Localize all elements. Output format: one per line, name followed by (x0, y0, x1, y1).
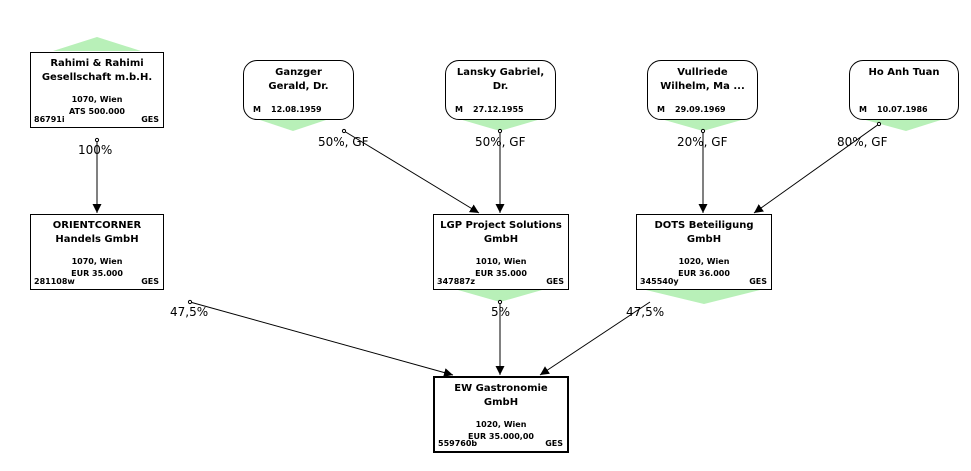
edge-ganzger-lgp (343, 130, 480, 214)
edge-label-vullriede-dots: 20%, GF (677, 135, 728, 149)
edge-orient-ew (189, 301, 454, 377)
person-name: Wilhelm, Ma ... (660, 81, 745, 92)
person-node-ganzger[interactable]: Ganzger Gerald, Dr. M 12.08.1959 (243, 60, 354, 120)
company-name: GmbH (483, 397, 519, 408)
company-node-lgp[interactable]: LGP Project Solutions GmbH 1010, Wien EU… (433, 214, 569, 290)
person-sex: M (859, 105, 867, 114)
anchor-dot (876, 121, 882, 127)
edge-label-rahimi-orient: 100% (78, 143, 113, 157)
edge-label-lgp-ew: 5% (491, 305, 511, 319)
company-ges: GES (546, 277, 564, 286)
company-location: 1020, Wien (475, 420, 527, 429)
edge-ho-dots (753, 123, 880, 214)
marker-triangle (661, 119, 745, 131)
anchor-dot (497, 128, 503, 134)
company-fn: 281108w (34, 277, 75, 286)
edge-label-lansky-lgp: 50%, GF (475, 135, 526, 149)
anchor-dot (187, 299, 193, 305)
company-node-dots[interactable]: DOTS Beteiligung GmbH 1020, Wien EUR 36.… (636, 214, 772, 290)
company-name: GmbH (686, 234, 722, 245)
company-capital: EUR 36.000 (678, 269, 730, 278)
marker-triangle (646, 290, 760, 304)
company-name: LGP Project Solutions (440, 220, 562, 231)
company-ges: GES (545, 439, 563, 448)
person-node-lansky[interactable]: Lansky Gabriel, Dr. M 27.12.1955 (445, 60, 556, 120)
edge-label-ganzger-lgp: 50%, GF (318, 135, 369, 149)
person-node-ho-anh-tuan[interactable]: Ho Anh Tuan M 10.07.1986 (849, 60, 959, 120)
anchor-dot (94, 137, 100, 143)
company-fn: 345540y (640, 277, 679, 286)
edge-label-orient-ew: 47,5% (170, 305, 209, 319)
person-name: Gerald, Dr. (268, 81, 329, 92)
company-name: GmbH (483, 234, 519, 245)
edge-label-ho-dots: 80%, GF (837, 135, 888, 149)
company-node-ew-gastronomie[interactable]: EW Gastronomie GmbH 1020, Wien EUR 35.00… (433, 376, 569, 453)
person-birthdate: 27.12.1955 (473, 105, 524, 114)
company-location: 1020, Wien (678, 257, 730, 266)
person-name: Vullriede (677, 67, 728, 78)
company-ges: GES (141, 277, 159, 286)
edge-dots-ew (539, 301, 651, 376)
company-name: Gesellschaft m.b.H. (41, 72, 153, 83)
person-name: Ho Anh Tuan (868, 67, 940, 78)
anchor-dot (497, 299, 503, 305)
company-name: ORIENTCORNER (52, 220, 142, 231)
company-location: 1010, Wien (475, 257, 527, 266)
company-ges: GES (141, 115, 159, 124)
company-node-orientcorner[interactable]: ORIENTCORNER Handels GmbH 1070, Wien EUR… (30, 214, 164, 290)
company-ges: GES (749, 277, 767, 286)
anchor-dot (700, 128, 706, 134)
person-sex: M (455, 105, 463, 114)
company-capital: EUR 35.000 (475, 269, 527, 278)
marker-triangle (458, 290, 542, 302)
company-name: Handels GmbH (55, 234, 139, 245)
person-sex: M (657, 105, 665, 114)
person-node-vullriede[interactable]: Vullriede Wilhelm, Ma ... M 29.09.1969 (647, 60, 758, 120)
person-name: Dr. (492, 81, 509, 92)
company-capital: EUR 35.000,00 (468, 432, 534, 441)
company-name: DOTS Beteiligung (654, 220, 754, 231)
person-birthdate: 10.07.1986 (877, 105, 928, 114)
anchor-dot (341, 128, 347, 134)
company-fn: 347887z (437, 277, 476, 286)
company-node-rahimi[interactable]: Rahimi & Rahimi Gesellschaft m.b.H. 1070… (30, 52, 164, 128)
company-name: EW Gastronomie (454, 383, 548, 394)
company-location: 1070, Wien (71, 257, 123, 266)
edge-label-dots-ew: 47,5% (626, 305, 665, 319)
company-capital: EUR 35.000 (71, 269, 123, 278)
company-name: Rahimi & Rahimi (50, 58, 144, 69)
company-location: 1070, Wien (71, 95, 123, 104)
person-birthdate: 29.09.1969 (675, 105, 726, 114)
company-fn: 559760b (438, 439, 478, 448)
person-name: Lansky Gabriel, (456, 67, 545, 78)
marker-triangle (53, 37, 141, 51)
person-sex: M (253, 105, 261, 114)
marker-triangle (459, 119, 541, 131)
company-fn: 86791i (34, 115, 65, 124)
company-capital: ATS 500.000 (68, 107, 125, 116)
marker-triangle (862, 119, 944, 131)
marker-triangle (257, 119, 329, 131)
person-birthdate: 12.08.1959 (271, 105, 322, 114)
person-name: Ganzger (275, 67, 322, 78)
